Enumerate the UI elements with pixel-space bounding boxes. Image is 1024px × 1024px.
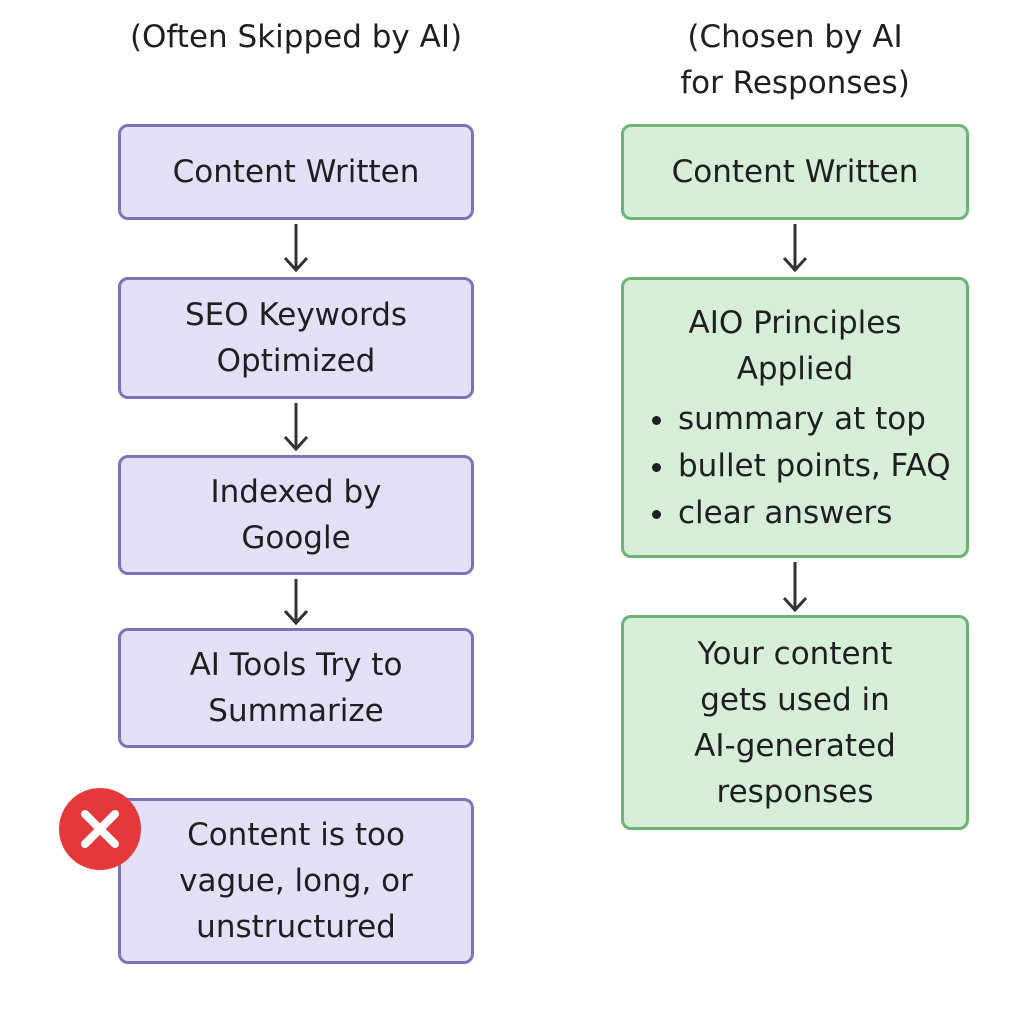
left-step-seo-keywords: SEO Keywords Optimized [118,277,474,399]
arrow-down-icon [782,562,808,613]
left-step-ai-tools-summarize: AI Tools Try to Summarize [118,628,474,748]
right-step-aio-principles: AIO Principles Applied summary at top bu… [621,277,969,558]
error-x-icon [59,788,141,870]
left-step-content-too-vague: Content is too vague, long, or unstructu… [118,798,474,964]
left-column-heading: (Often Skipped by AI) [129,19,463,55]
list-item: bullet points, FAQ [646,443,966,490]
arrow-down-icon [283,224,309,273]
left-step-indexed-by-google: Indexed by Google [118,455,474,575]
list-item: summary at top [646,396,966,443]
aio-principles-list: summary at top bullet points, FAQ clear … [624,396,966,537]
right-step-content-used: Your content gets used in AI-generated r… [621,615,969,830]
arrow-down-icon [782,224,808,273]
arrow-down-icon [283,579,309,626]
right-column-heading: (Chosen by AI for Responses) [680,19,910,101]
left-step-content-written: Content Written [118,124,474,220]
right-step-content-written: Content Written [621,124,969,220]
list-item: clear answers [646,490,966,537]
arrow-down-icon [283,403,309,452]
